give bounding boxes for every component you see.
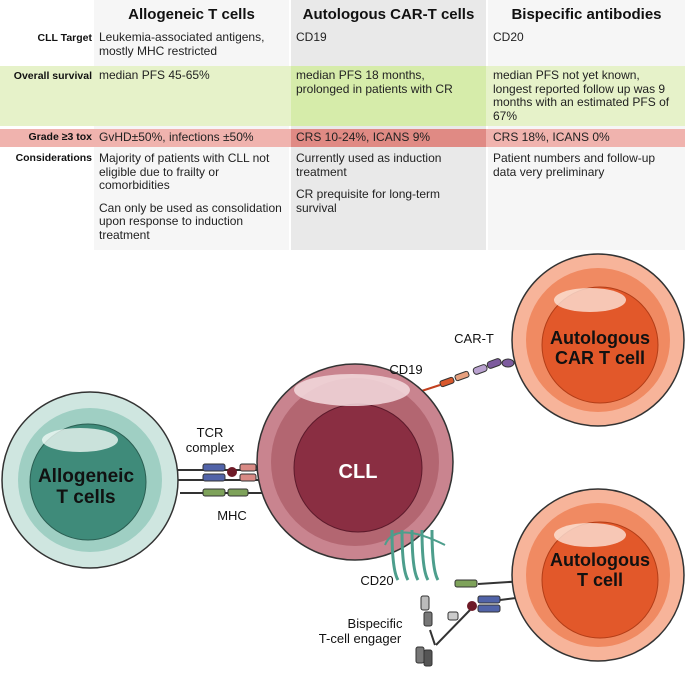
row-bg-overall-survival-mid — [291, 66, 486, 126]
cd20-antigen — [384, 529, 446, 581]
cd20-label: CD20 — [360, 573, 393, 588]
car-t-cell-label-2: CAR T cell — [555, 348, 645, 368]
tcr-label-1: TCR — [197, 425, 224, 440]
mhc-label: MHC — [217, 508, 247, 523]
cell-tox-bispecific: CRS 18%, ICANS 0% — [493, 130, 610, 144]
cell-target-car-t: CD19 — [296, 30, 327, 44]
auto-t-cell-label-1: Autologous — [550, 550, 650, 570]
consideration-text: Can only be used as consolidation upon r… — [99, 200, 282, 242]
cell-tox-allogeneic: GvHD±50%, infections ±50% — [99, 130, 254, 144]
row-bg-toxicity-mid — [291, 129, 486, 147]
cell-considerations-car-t: Currently used as induction treatment CR… — [291, 151, 486, 224]
cell-considerations-allogeneic: Majority of patients with CLL not eligib… — [94, 151, 289, 251]
consideration-text: Currently used as induction treatment — [296, 151, 442, 179]
cell-os-car-t: median PFS 18 months, prolonged in patie… — [296, 68, 453, 96]
cell-os-allogeneic: median PFS 45-65% — [99, 68, 210, 82]
autologous-car-t-cell — [511, 253, 685, 427]
allogeneic-cell-label-2: T cells — [56, 487, 115, 508]
row-label-cll-target: CLL Target — [37, 32, 92, 44]
row-label-considerations: Considerations — [15, 152, 92, 164]
cart-label: CAR-T — [454, 331, 494, 346]
car-t-cell-label-1: Autologous — [550, 328, 650, 348]
cd19-label: CD19 — [389, 362, 422, 377]
cell-target-bispecific: CD20 — [493, 30, 524, 44]
cell-os-bispecific: median PFS not yet known, longest report… — [493, 68, 670, 123]
consideration-text: CR prequisite for long-term survival — [296, 187, 441, 215]
allogeneic-cell-label-1: Allogeneic — [38, 466, 135, 487]
cell-considerations-bispecific: Patient numbers and follow-up data very … — [488, 151, 685, 188]
consideration-text: Majority of patients with CLL not eligib… — [99, 151, 270, 192]
allogeneic-t-cell — [1, 391, 179, 569]
bite-label-1: Bispecific — [348, 616, 403, 631]
auto-t-cell-label-2: T cell — [577, 570, 623, 590]
consideration-text: Patient numbers and follow-up data very … — [493, 151, 656, 179]
autologous-t-cell — [511, 488, 685, 662]
bispecific-engager — [415, 579, 541, 667]
header-bispecific: Bispecific antibodies — [511, 6, 662, 23]
row-label-overall-survival: Overall survival — [13, 70, 92, 82]
header-car-t: Autologous CAR-T cells — [302, 6, 475, 23]
cell-tox-car-t: CRS 10-24%, ICANS 9% — [296, 130, 431, 144]
tcr-label-2: complex — [186, 440, 235, 455]
row-label-toxicity: Grade ≥3 tox — [28, 131, 92, 143]
cell-target-allogeneic: Leukemia-associated antigens, mostly MHC… — [99, 30, 265, 58]
cll-cell — [256, 363, 454, 561]
bite-label-2: T-cell engager — [319, 631, 402, 646]
cll-cell-label: CLL — [339, 461, 378, 483]
header-allogeneic: Allogeneic T cells — [128, 6, 255, 23]
